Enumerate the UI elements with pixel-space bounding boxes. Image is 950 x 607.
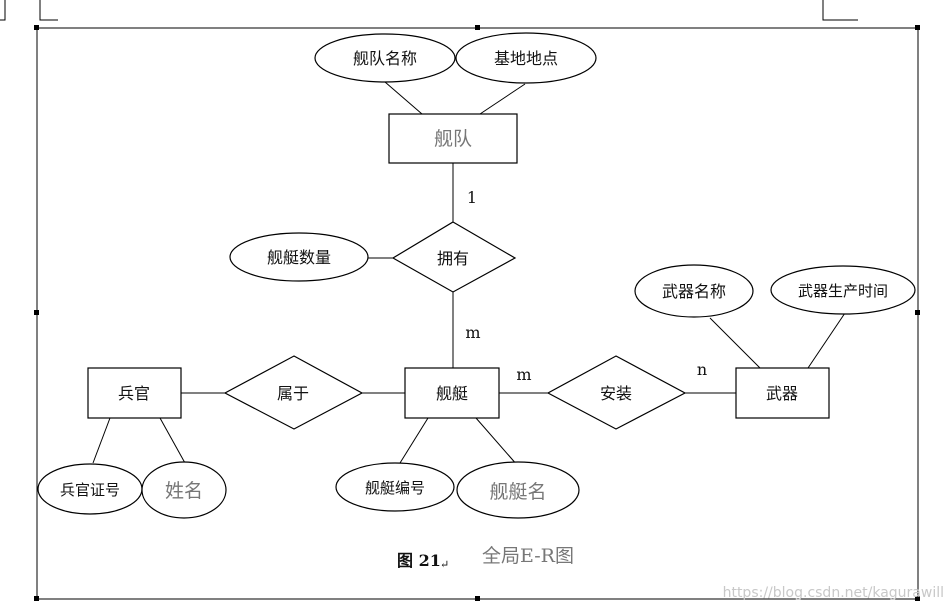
resize-handle[interactable] [475,596,480,601]
attribute-officer-id-label: 兵官证号 [60,481,120,499]
relationship-install[interactable]: 安装 [546,355,687,430]
cardinality-install-weapon: n [697,360,707,379]
figure-title: 全局E-R图 [482,545,574,567]
attribute-ship-no[interactable]: 舰艇编号 [335,462,455,512]
entity-weapon-label: 武器 [766,384,798,403]
relationship-belong[interactable]: 属于 [223,355,364,430]
connector-lines [92,81,846,467]
resize-handle[interactable] [915,310,920,315]
attribute-ship-name-label: 舰艇名 [489,481,546,503]
cardinality-own-ship: m [465,323,480,342]
attribute-ship-name[interactable]: 舰艇名 [456,461,580,519]
watermark: https://blog.csdn.net/kagurawill [723,585,944,601]
entity-fleet[interactable]: 舰队 [388,113,518,164]
attribute-officer-name-label: 姓名 [165,480,203,502]
attribute-base-location[interactable]: 基地地点 [455,32,597,84]
entity-warship[interactable]: 舰艇 [404,367,500,419]
selection-frame[interactable] [34,25,920,601]
attribute-fleet-name-label: 舰队名称 [353,49,417,68]
attribute-weapon-name[interactable]: 武器名称 [634,264,754,318]
entity-weapon[interactable]: 武器 [735,367,830,419]
entity-warship-label: 舰艇 [436,384,468,403]
attribute-ship-count-label: 舰艇数量 [267,248,331,267]
figure-number: 图 21 [397,551,441,570]
attribute-ship-no-label: 舰艇编号 [365,479,425,497]
relationship-own-label: 拥有 [437,249,469,268]
relationship-install-label: 安装 [600,384,632,403]
attribute-base-location-label: 基地地点 [494,49,558,68]
resize-handle[interactable] [915,596,920,601]
entity-officer[interactable]: 兵官 [87,367,182,419]
return-mark-icon: ↵ [440,558,449,571]
entity-officer-label: 兵官 [118,384,150,403]
attribute-officer-name[interactable]: 姓名 [141,461,227,519]
resize-handle[interactable] [34,310,39,315]
entity-fleet-label: 舰队 [434,128,472,150]
resize-handle[interactable] [34,25,39,30]
page-corner-marks [0,0,858,21]
relationship-belong-label: 属于 [277,384,309,403]
figure-caption: 图 21 ↵ 全局E-R图 [397,545,574,571]
attribute-fleet-name[interactable]: 舰队名称 [314,33,456,83]
attribute-weapon-time-label: 武器生产时间 [798,282,888,300]
cardinality-labels: 1 m m n [465,188,707,384]
attribute-weapon-name-label: 武器名称 [662,282,726,301]
resize-handle[interactable] [475,25,480,30]
relationship-own[interactable]: 拥有 [391,221,517,293]
attribute-ship-count[interactable]: 舰艇数量 [229,232,369,282]
resize-handle[interactable] [34,596,39,601]
resize-handle[interactable] [915,25,920,30]
attribute-weapon-time[interactable]: 武器生产时间 [770,265,916,315]
cardinality-fleet-own: 1 [467,188,477,207]
attribute-officer-id[interactable]: 兵官证号 [37,463,143,515]
cardinality-ship-install: m [516,365,531,384]
